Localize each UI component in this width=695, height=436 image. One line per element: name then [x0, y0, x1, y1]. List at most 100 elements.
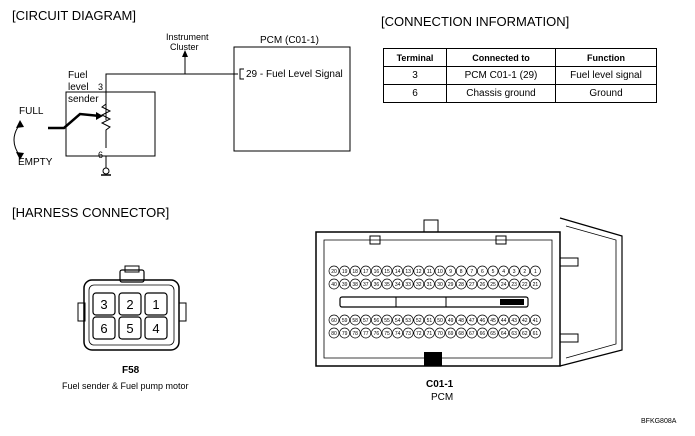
header-function: Function [555, 48, 657, 67]
c01-pin-circle [339, 314, 350, 326]
c01-pin-circle [487, 265, 499, 277]
c01-pin-label: 77 [363, 331, 369, 337]
c01-pin-circle [392, 278, 403, 290]
c01-caption: PCM [431, 392, 454, 403]
c01-pin-label: 51 [427, 318, 433, 324]
c01-pin-label: 38 [352, 282, 358, 288]
c01-pin-circle [434, 278, 446, 290]
harness-connector-title: [HARNESS CONNECTOR] [12, 205, 170, 220]
sender-label-2: level [68, 82, 89, 93]
c01-pin-circle [413, 314, 425, 326]
sender-label-1: Fuel [68, 70, 88, 81]
c01-pin-circle [530, 265, 541, 277]
c01-pin-circle [381, 327, 393, 339]
f58-caption: Fuel sender & Fuel pump motor [62, 381, 189, 391]
c01-pin-label: 56 [374, 318, 380, 324]
table-header-row: Terminal Connected to Function [383, 48, 657, 67]
c01-pin-circle [498, 278, 509, 290]
c01-pin-label: 3 [513, 269, 516, 275]
c01-pin-circle [519, 327, 531, 339]
c01-pin-circle [392, 265, 403, 277]
c01-pin-circle [371, 278, 382, 290]
figure-code: BFKG808A [641, 418, 677, 425]
c01-pin-circle [530, 327, 541, 339]
c01-pin-circle [434, 265, 446, 277]
pcm-label: PCM (C01-1) [260, 35, 319, 46]
f58-pin: 5 [126, 321, 133, 336]
table-row: 3 PCM C01-1 (29) Fuel level signal [383, 66, 657, 85]
c01-pin-circle [466, 327, 478, 339]
c01-pin-label: 1 [534, 269, 537, 275]
c01-pin-label: 6 [481, 269, 484, 275]
c01-pin-circle [455, 327, 467, 339]
c01-pin-label: 53 [405, 318, 411, 324]
empty-label: EMPTY [18, 157, 53, 168]
f58-id: F58 [122, 365, 140, 376]
c01-pin-label: 71 [427, 331, 433, 337]
f58-connector: 3 2 1 6 5 4 [77, 265, 187, 351]
instrument-cluster-label-1: Instrument [166, 32, 209, 42]
c01-pin-label: 80 [331, 331, 337, 337]
c01-pin-circle [455, 265, 467, 277]
f58-pin: 2 [126, 297, 133, 312]
c01-pin-label: 36 [374, 282, 380, 288]
c01-pin-circle [498, 314, 509, 326]
c01-pin-circle [519, 265, 531, 277]
c01-pin-circle [424, 278, 435, 290]
c01-pin-label: 40 [331, 282, 337, 288]
c01-pin-circle [530, 314, 541, 326]
fuel-sender-box [65, 91, 156, 157]
c01-pin-label: 22 [522, 282, 528, 288]
c01-pin-label: 4 [502, 269, 505, 275]
c01-pin-circle [328, 327, 340, 339]
full-label: FULL [19, 106, 44, 117]
c01-pin-label: 52 [416, 318, 422, 324]
c01-pin-label: 34 [395, 282, 401, 288]
c01-pin-label: 57 [363, 318, 369, 324]
c01-pin-circle [519, 314, 531, 326]
cell-terminal: 3 [383, 66, 447, 85]
f58-pin: 1 [152, 297, 159, 312]
c01-pin-circle [477, 327, 488, 339]
c01-pin-label: 64 [501, 331, 507, 337]
c01-pin-label: 23 [511, 282, 517, 288]
c01-pin-label: 15 [384, 269, 390, 275]
c01-pin-circle [519, 278, 531, 290]
header-connected-to: Connected to [446, 48, 556, 67]
c01-pin-label: 74 [395, 331, 401, 337]
c01-pin-circle [360, 265, 372, 277]
c01-pin-label: 79 [342, 331, 348, 337]
c01-pin-circle [402, 327, 414, 339]
cluster-arrow-icon [182, 50, 188, 57]
c01-pin-label: 30 [437, 282, 443, 288]
c01-pin-circle [424, 327, 435, 339]
c01-pin-circle [455, 278, 467, 290]
c01-pin-label: 25 [490, 282, 496, 288]
c01-pin-label: 8 [460, 269, 463, 275]
c01-pin-label: 16 [374, 269, 380, 275]
c01-pin-label: 67 [469, 331, 475, 337]
connection-info-title: [CONNECTION INFORMATION] [381, 14, 570, 29]
c01-pin-circle [349, 265, 361, 277]
c01-pin-circle [381, 278, 393, 290]
table-row: 6 Chassis ground Ground [383, 84, 657, 103]
full-arrowhead-icon [16, 120, 24, 128]
c01-pin-circle [328, 278, 340, 290]
c01-pin-label: 37 [363, 282, 369, 288]
c01-pin-label: 27 [469, 282, 475, 288]
c01-pin-circle [371, 265, 382, 277]
c01-pin-circle [339, 327, 350, 339]
c01-pin-label: 39 [342, 282, 348, 288]
full-empty-arrow [13, 123, 21, 157]
terminal-6-label: 6 [98, 150, 104, 160]
c01-pin-circle [445, 327, 456, 339]
c01-pin-circle [424, 314, 435, 326]
c01-pin-circle [445, 265, 456, 277]
c01-pin-label: 60 [331, 318, 337, 324]
header-terminal: Terminal [383, 48, 447, 67]
c01-pin-circle [349, 278, 361, 290]
c01-pin-label: 41 [533, 318, 539, 324]
c01-pin-label: 68 [458, 331, 464, 337]
c01-pin-label: 10 [437, 269, 443, 275]
c01-pin-label: 61 [533, 331, 539, 337]
